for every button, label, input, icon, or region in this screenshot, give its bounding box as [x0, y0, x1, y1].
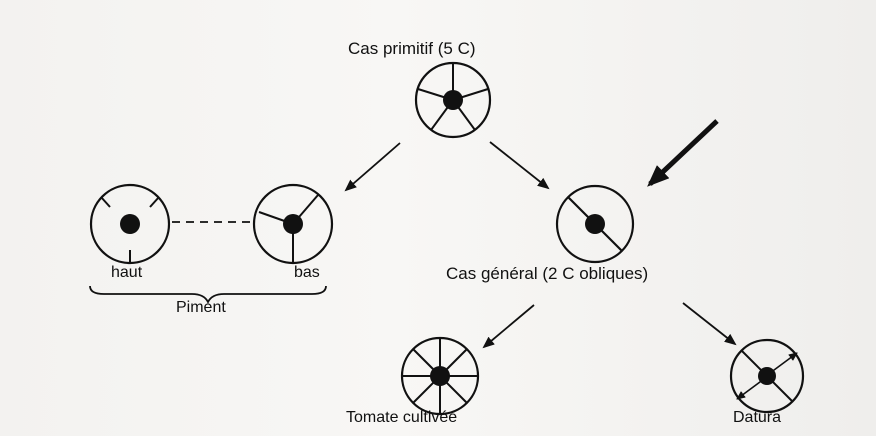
pepper-bottom-diagram — [252, 183, 334, 265]
general-case-diagram — [555, 184, 635, 264]
datura-diagram — [729, 338, 805, 414]
primitive-case-label: Cas primitif (5 C) — [348, 39, 476, 58]
datura-label: Datura — [733, 409, 782, 426]
pepper-group-label: Piment — [176, 299, 226, 316]
arrow-root-to-pepper — [344, 142, 401, 192]
general-case-label: Cas général (2 C obliques) — [446, 264, 649, 283]
arrow-root-to-general — [489, 141, 550, 190]
pepper-top-label: haut — [111, 264, 143, 281]
pepper-bottom-label: bas — [294, 264, 320, 281]
arrow-general-to-tomato — [482, 304, 535, 349]
primitive-case-diagram — [414, 61, 492, 139]
tomato-diagram — [400, 336, 480, 416]
pepper-brace — [89, 285, 327, 305]
tomato-label: Tomate cultivée — [346, 409, 458, 426]
arrow-general-to-datura — [682, 302, 737, 346]
pepper-top-diagram — [89, 183, 171, 265]
highlight-arrow — [647, 119, 719, 187]
